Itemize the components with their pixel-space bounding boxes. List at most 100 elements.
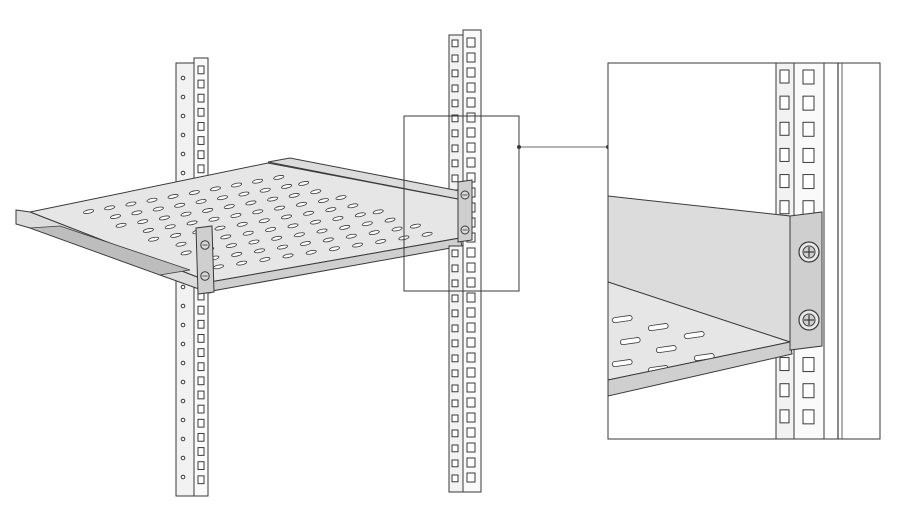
rail-hole xyxy=(466,112,476,123)
vent-slot xyxy=(298,181,310,186)
rail-hole-inner xyxy=(451,414,459,423)
vent-slot xyxy=(175,241,187,247)
rail-hole-inner xyxy=(451,294,459,303)
rail-hole xyxy=(197,79,205,89)
vent-slot xyxy=(164,224,176,230)
rail-hole xyxy=(466,457,476,468)
rail-hole xyxy=(466,292,476,303)
rail-hole xyxy=(197,418,205,428)
vent-slot xyxy=(254,248,266,254)
vent-slot xyxy=(238,191,250,197)
rail-hole xyxy=(197,65,205,75)
vent-slot xyxy=(236,260,248,266)
rail-hole-inner xyxy=(451,144,459,153)
vent-slot xyxy=(174,202,186,208)
vent-slot xyxy=(180,250,192,256)
zoom-rail-hole-side xyxy=(802,409,815,425)
rail-dot xyxy=(180,360,186,366)
vent-slot xyxy=(202,208,214,213)
zoom-panel-frame xyxy=(607,62,881,440)
rail-hole xyxy=(197,122,205,131)
vent-slot xyxy=(104,205,116,211)
vent-slot xyxy=(391,226,403,232)
rail-dot xyxy=(180,113,186,119)
vent-slot xyxy=(186,220,198,226)
rail-hole-inner xyxy=(451,324,459,333)
main-view xyxy=(15,29,520,497)
zoom-rail-hole xyxy=(779,200,790,215)
vent-slot xyxy=(274,205,286,211)
vent-slot xyxy=(242,230,254,236)
zoom-vent-slot xyxy=(611,315,633,324)
rail-hole-inner xyxy=(451,39,459,48)
vent-slot xyxy=(368,230,380,235)
shelf-ventilation-slots xyxy=(83,175,433,270)
vent-slot xyxy=(335,195,347,200)
rail-hole xyxy=(466,67,476,78)
vent-slot xyxy=(170,233,182,238)
vent-slot xyxy=(282,253,294,259)
rail-hole xyxy=(466,427,476,438)
left-screw-upper xyxy=(200,240,210,250)
vent-slot xyxy=(167,194,179,199)
rail-hole xyxy=(466,352,476,363)
vent-slot xyxy=(296,201,307,207)
rail-hole xyxy=(466,52,476,63)
vent-slot xyxy=(328,246,340,252)
zoom-rail-hole-side xyxy=(802,200,815,216)
vent-slot xyxy=(322,237,334,243)
rail-dot xyxy=(180,398,186,404)
zoom-vent-slot xyxy=(655,345,677,354)
vent-slot xyxy=(208,216,220,222)
zoom-rail-hole xyxy=(779,174,790,189)
vent-slot xyxy=(217,195,228,201)
rail-hole xyxy=(466,307,476,318)
rail-hole-inner xyxy=(451,159,459,168)
rail-hole-inner xyxy=(451,174,459,183)
zoom-shelf-front-edge xyxy=(608,341,793,397)
rail-dot xyxy=(180,151,186,157)
vent-slot xyxy=(142,228,154,233)
vent-slot xyxy=(310,189,322,195)
rail-hole xyxy=(197,390,205,400)
vent-slot xyxy=(332,216,344,221)
zoom-rail-hole xyxy=(779,147,790,162)
rail-hole xyxy=(466,82,476,93)
vent-slot xyxy=(325,207,337,212)
rail-hole xyxy=(197,305,205,315)
zoom-rail-hole-side xyxy=(802,69,815,85)
vent-slot xyxy=(110,214,121,219)
vent-slot xyxy=(375,239,387,244)
vent-slot xyxy=(384,217,396,223)
rail-hole-inner xyxy=(451,339,459,348)
vent-slot xyxy=(361,221,373,227)
rail-hole xyxy=(197,348,205,357)
vent-slot xyxy=(259,257,271,262)
vent-slot xyxy=(225,243,237,248)
right-rail-holes-front xyxy=(451,247,476,483)
vent-slot xyxy=(137,219,149,224)
vent-slot xyxy=(281,184,293,189)
rail-dot xyxy=(180,284,186,290)
vent-slot xyxy=(158,215,170,221)
vent-slot xyxy=(310,219,321,225)
rail-hole xyxy=(466,472,476,483)
vent-slot xyxy=(259,187,271,193)
rail-hole xyxy=(466,397,476,408)
vent-slot xyxy=(288,193,300,198)
vent-slot xyxy=(236,221,248,227)
rail-dot xyxy=(180,94,186,100)
vent-slot xyxy=(195,199,207,204)
vent-slot xyxy=(281,214,292,220)
zoom-detail-panel xyxy=(607,62,881,440)
vent-slot xyxy=(277,244,288,250)
rail-hole xyxy=(197,432,205,442)
rail-dot xyxy=(180,379,186,385)
rail-hole-inner xyxy=(451,249,459,258)
vent-slot xyxy=(188,190,200,195)
right-screw-upper xyxy=(460,190,470,200)
detail-highlight-box xyxy=(403,115,520,292)
rail-hole-inner xyxy=(451,459,459,468)
